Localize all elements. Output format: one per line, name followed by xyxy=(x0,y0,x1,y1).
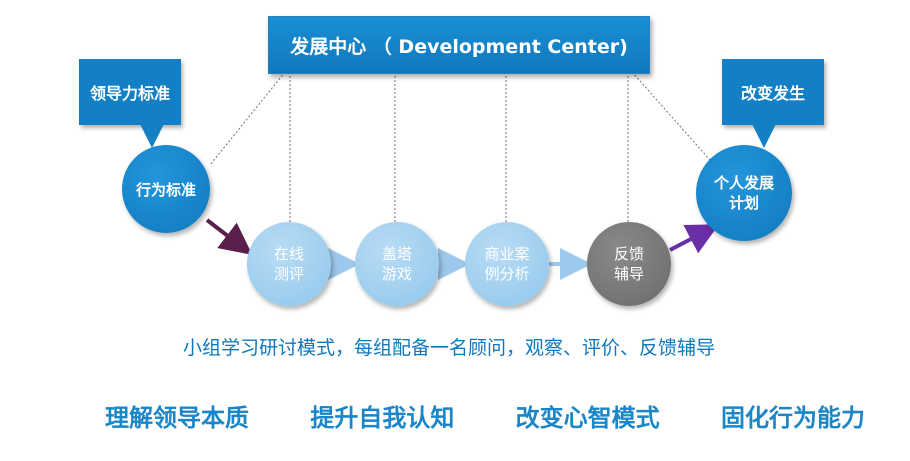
step2-line1: 盖塔 xyxy=(381,245,412,263)
behavior-standard-node: 行为标准 xyxy=(122,145,210,233)
caption-text: 小组学习研讨模式，每组配备一名顾问，观察、评价、反馈辅导 xyxy=(183,337,716,359)
step4-line2: 辅导 xyxy=(613,265,644,283)
change-happens-callout: 改变发生 xyxy=(722,59,824,125)
goal-item: 改变心智模式 xyxy=(515,404,660,432)
goal-item: 固化行为能力 xyxy=(720,404,865,432)
step-feedback-coaching: 反馈 辅导 xyxy=(587,222,671,306)
callout-right-tail xyxy=(752,124,776,148)
arrow-step4-to-end xyxy=(669,224,720,254)
step-game: 盖塔 游戏 xyxy=(355,222,439,306)
callout-right-text: 改变发生 xyxy=(740,84,805,103)
callout-left-text: 领导力标准 xyxy=(89,84,170,103)
step-case-analysis: 商业案 例分析 xyxy=(465,222,549,306)
step4-line1: 反馈 xyxy=(613,245,644,263)
step1-line1: 在线 xyxy=(273,245,304,263)
callout-left-tail xyxy=(140,124,164,148)
title-text: 发展中心 （ Development Center) xyxy=(290,35,628,58)
step3-line2: 例分析 xyxy=(484,265,530,283)
end-node-line2: 计划 xyxy=(728,194,759,212)
personal-development-plan-node: 个人发展 计划 xyxy=(696,145,792,241)
step-online-assessment: 在线 测评 xyxy=(247,222,331,306)
step2-line2: 游戏 xyxy=(381,265,412,283)
development-center-title: 发展中心 （ Development Center) xyxy=(268,16,650,74)
dotted-connectors xyxy=(209,71,711,225)
goals-row: 理解领导本质 提升自我认知 改变心智模式 固化行为能力 xyxy=(105,398,865,433)
leadership-standard-callout: 领导力标准 xyxy=(79,59,181,125)
goal-item: 提升自我认知 xyxy=(310,404,455,432)
end-node-line1: 个人发展 xyxy=(713,174,774,192)
step1-line2: 测评 xyxy=(273,265,304,283)
goal-item: 理解领导本质 xyxy=(105,404,249,432)
start-node-text: 行为标准 xyxy=(135,180,196,199)
arrow-start-to-step1 xyxy=(205,218,253,255)
step3-line1: 商业案 xyxy=(484,245,530,263)
